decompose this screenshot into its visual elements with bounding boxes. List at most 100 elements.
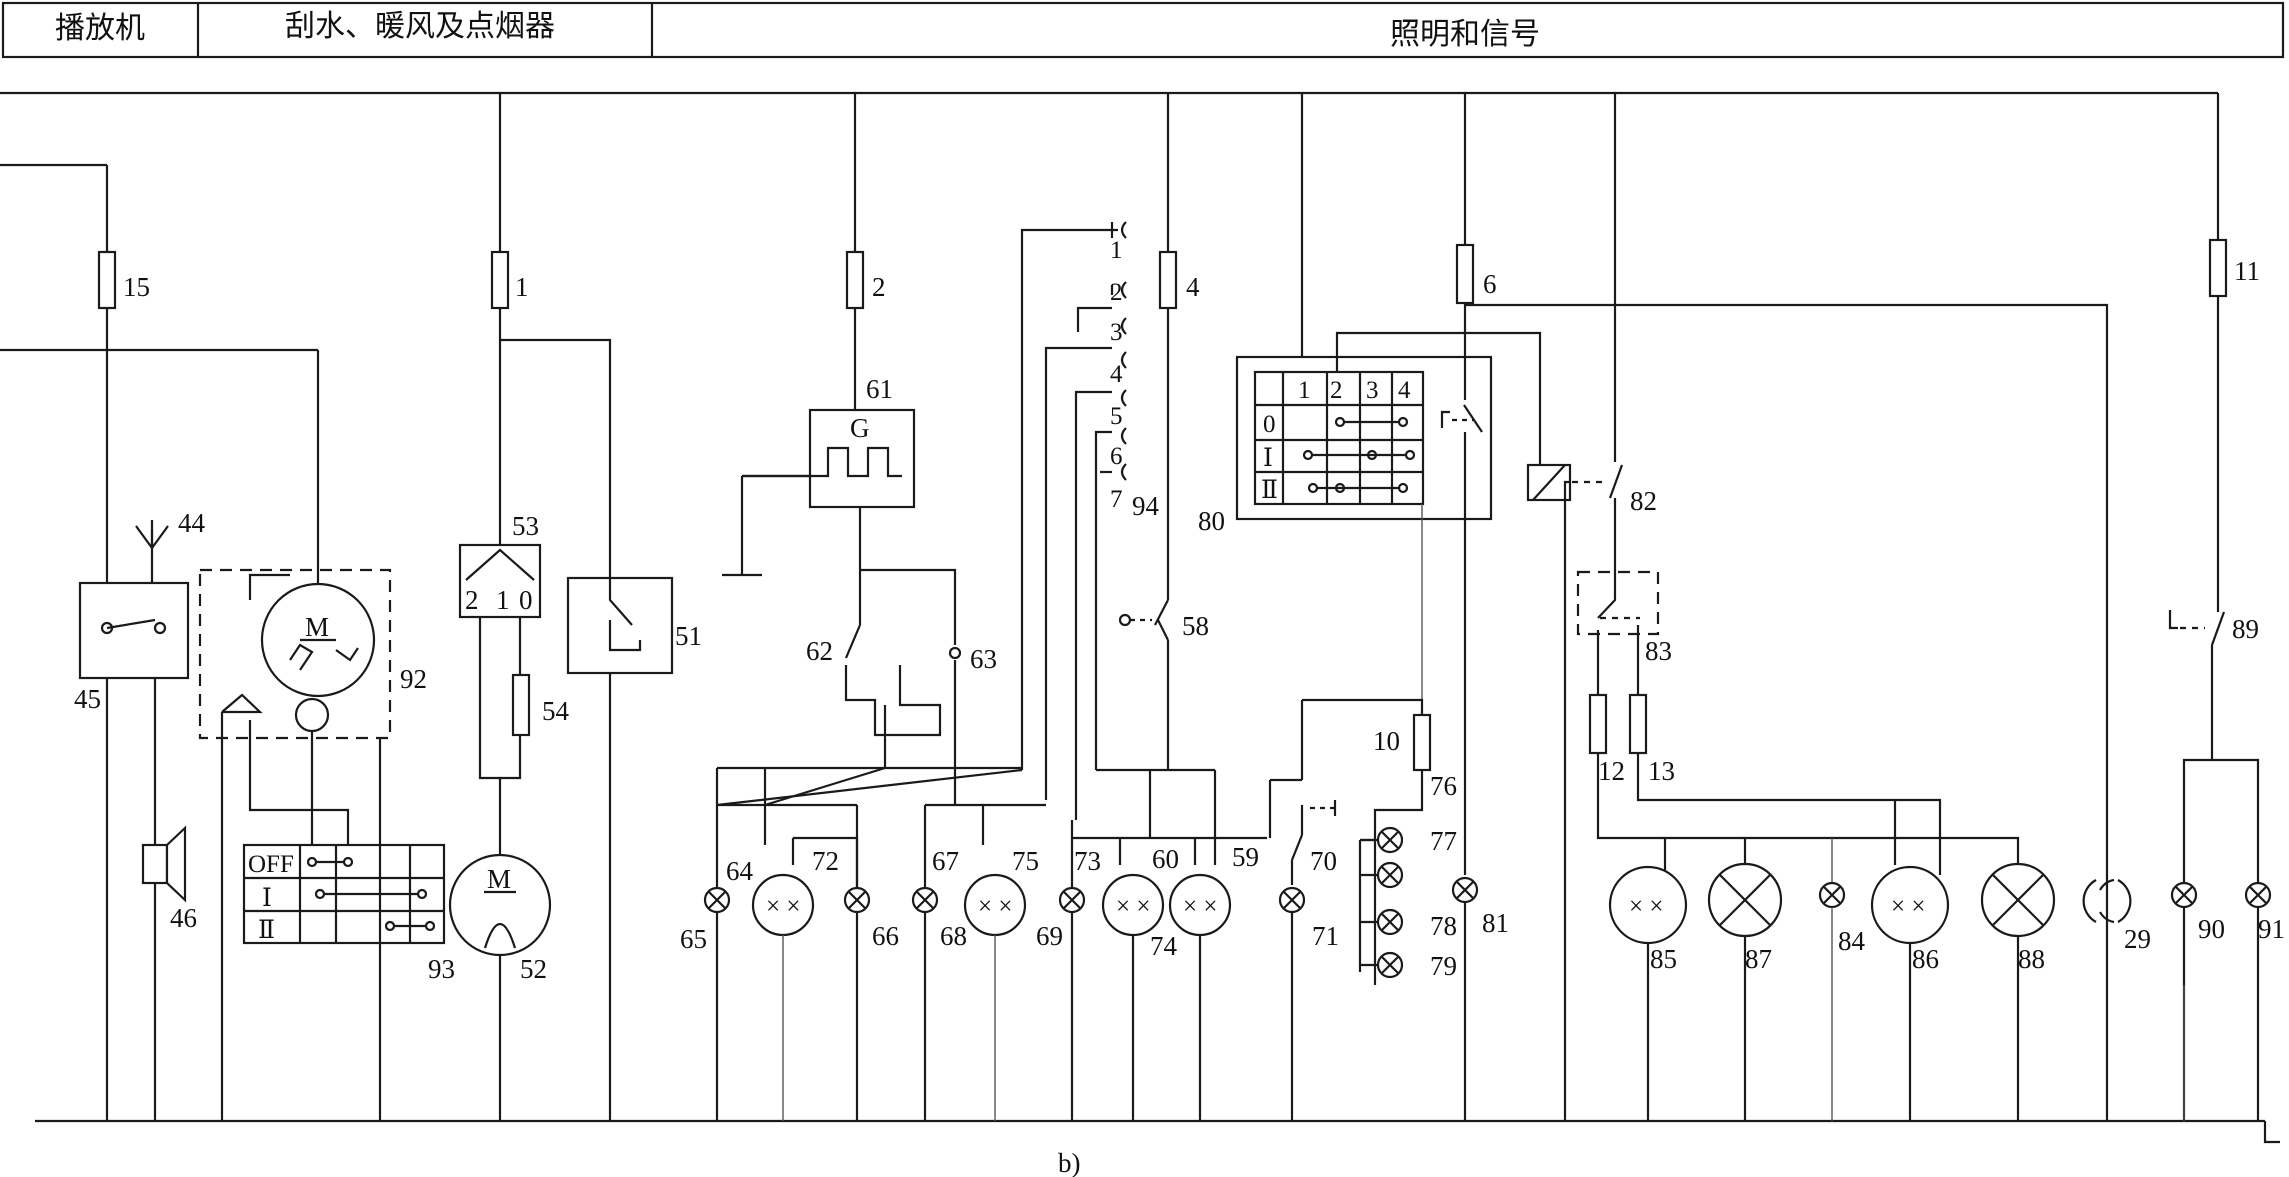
- wiper-section: M 92 OFF Ⅰ Ⅱ 93: [198, 350, 455, 1121]
- label-29: 29: [2124, 924, 2151, 954]
- fuse-2: [845, 250, 865, 310]
- radio-section: 15 44 45 46: [74, 165, 206, 1121]
- label-85: 85: [1650, 944, 1677, 974]
- switch94-terminal-7: 7: [1110, 486, 1123, 513]
- switch94-terminal-1: 1: [1110, 237, 1123, 264]
- label-71: 71: [1312, 921, 1339, 951]
- label-94: 94: [1132, 491, 1160, 521]
- label-62: 62: [806, 636, 833, 666]
- switch80-col-4: 4: [1398, 377, 1411, 404]
- fuse6-section: 6 70 71 10 76 77 78 79 81: [1268, 93, 2109, 1121]
- svg-text:× ×: × ×: [1116, 893, 1150, 920]
- switch53-pos-0: 0: [519, 585, 533, 615]
- radio-unit-45: [78, 581, 190, 680]
- lamp-87: [1707, 862, 1783, 938]
- fuse-11: [2208, 238, 2228, 298]
- relay-83: [1576, 570, 1660, 636]
- lamp-69: [1058, 886, 1086, 914]
- switch94-terminal-3: 3: [1110, 319, 1123, 346]
- svg-text:× ×: × ×: [978, 893, 1012, 920]
- ground-end: [2263, 1121, 2280, 1144]
- label-60: 60: [1152, 844, 1179, 874]
- label-15: 15: [123, 272, 150, 302]
- label-12: 12: [1598, 756, 1625, 786]
- label-83: 83: [1645, 636, 1672, 666]
- fuse-1: [490, 250, 510, 310]
- combination-switch-80: 1 2 3 4 0 Ⅰ Ⅱ 80: [1198, 93, 1565, 760]
- lamp-79: [1376, 951, 1404, 979]
- lighter-section: 51: [566, 576, 702, 1121]
- header-section-player: 播放机: [55, 12, 145, 45]
- lamp-64: × ×: [751, 873, 815, 937]
- speaker-46: [141, 825, 187, 903]
- svg-text:× ×: × ×: [1183, 893, 1217, 920]
- switch80-row-0: 0: [1263, 411, 1276, 438]
- switch80-col-3: 3: [1366, 377, 1379, 404]
- lamps-left: 65 64 × × 72 66 67 × × 68 75 73 69 × × 6…: [680, 838, 1259, 1121]
- lamp-77: [1376, 826, 1404, 854]
- switch80-row-1: Ⅰ: [1263, 445, 1273, 472]
- label-76: 76: [1430, 771, 1457, 801]
- lamp-bus-wiring: [715, 766, 1267, 895]
- label-66: 66: [872, 921, 899, 951]
- fuse-13: [1628, 693, 1648, 755]
- label-70: 70: [1310, 846, 1337, 876]
- lamp-68: × ×: [963, 873, 1027, 937]
- label-73: 73: [1074, 846, 1101, 876]
- flasher-section: 2 61 G 62 63: [722, 93, 997, 805]
- label-72: 72: [812, 846, 839, 876]
- label-46: 46: [170, 903, 197, 933]
- label-82: 82: [1630, 486, 1657, 516]
- switch53-pos-2: 2: [465, 585, 479, 615]
- label-89: 89: [2232, 614, 2259, 644]
- label-51: 51: [675, 621, 702, 651]
- fuse-6: [1455, 243, 1475, 305]
- lamp-66: [843, 886, 871, 914]
- label-92: 92: [400, 664, 427, 694]
- label-68: 68: [940, 921, 967, 951]
- label-2: 2: [872, 272, 886, 302]
- label-53: 53: [512, 511, 539, 541]
- label-6: 6: [1483, 269, 1497, 299]
- figure-caption: b): [1058, 1148, 1081, 1177]
- switch94-terminal-2: 2: [1110, 279, 1123, 306]
- antenna-44: [135, 520, 169, 583]
- label-87: 87: [1745, 944, 1772, 974]
- switch94-terminal-4: 4: [1110, 361, 1123, 388]
- lamp-59: × ×: [1168, 873, 1232, 937]
- label-65: 65: [680, 924, 707, 954]
- label-78: 78: [1430, 911, 1457, 941]
- lamp-77b: [1376, 861, 1404, 889]
- label-11: 11: [2234, 256, 2260, 286]
- lighter-51: [566, 576, 674, 675]
- label-91: 91: [2258, 914, 2285, 944]
- label-44: 44: [178, 508, 206, 538]
- fuse-15: [97, 250, 117, 310]
- label-45: 45: [74, 684, 101, 714]
- label-54: 54: [542, 696, 570, 726]
- blower-switch-53: [458, 543, 542, 619]
- motor-symbol: M: [305, 612, 329, 642]
- connector-29: [2082, 878, 2132, 924]
- label-58: 58: [1182, 611, 1209, 641]
- lamp-65: [703, 886, 731, 914]
- svg-text:× ×: × ×: [766, 893, 800, 920]
- lamp-88: [1980, 862, 2056, 938]
- label-77: 77: [1430, 826, 1457, 856]
- switch94-terminal-5: 5: [1110, 403, 1123, 430]
- label-63: 63: [970, 644, 997, 674]
- lamp-90: [2170, 881, 2198, 909]
- svg-text:× ×: × ×: [1629, 893, 1663, 920]
- label-13: 13: [1648, 756, 1675, 786]
- lamp-74: × ×: [1101, 873, 1165, 937]
- switch53-pos-1: 1: [496, 585, 510, 615]
- light-switch-94: 1 2 3 4 5 6 7 94: [1020, 221, 1160, 820]
- lamp-84: [1818, 881, 1846, 909]
- switch93-pos-off: OFF: [248, 851, 294, 878]
- label-59: 59: [1232, 842, 1259, 872]
- lamp-91: [2244, 881, 2272, 909]
- lamp-71: [1278, 886, 1306, 914]
- label-61: 61: [866, 374, 893, 404]
- header-section-lighting-signal: 照明和信号: [1390, 18, 1540, 51]
